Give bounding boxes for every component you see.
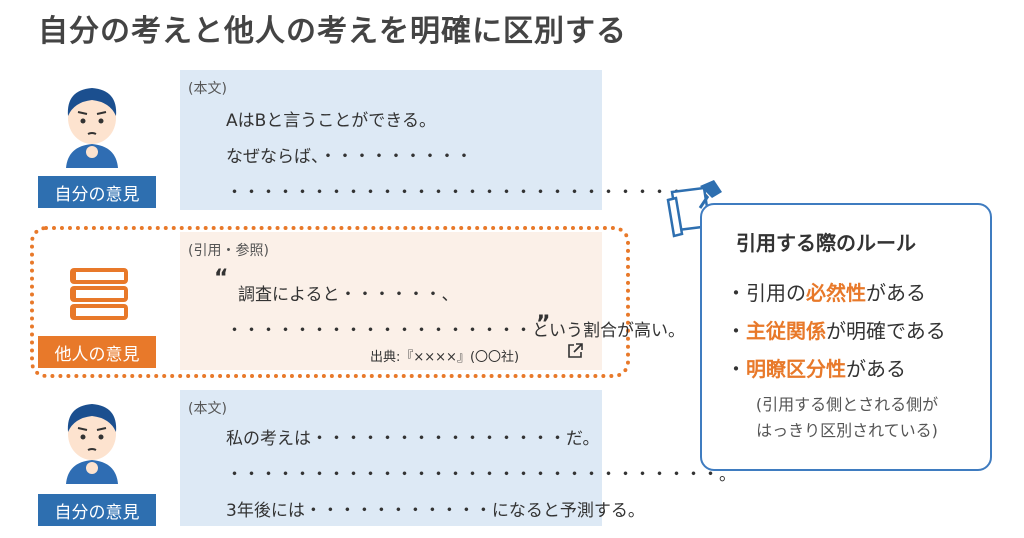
- rule-item: ・引用の必然性がある: [726, 277, 926, 306]
- rules-title: 引用する際のルール: [736, 231, 916, 255]
- body-line: なぜならば、・・・・・・・・・: [226, 147, 473, 167]
- body-line: 私の考えは・・・・・・・・・・・・・・・だ。: [226, 429, 600, 449]
- section-heading-3: (本文): [188, 401, 227, 417]
- body-line: 3年後には・・・・・・・・・・・になると予測する。: [226, 501, 645, 521]
- rule-text: がある: [846, 357, 906, 381]
- rule-accent: 必然性: [806, 281, 866, 305]
- other-opinion-label: 他人の意見: [38, 336, 156, 368]
- open-quote-mark: “: [214, 266, 229, 291]
- source-citation: 出典:『××××』(〇〇社): [370, 350, 520, 365]
- body-panel-2: (本文) 私の考えは・・・・・・・・・・・・・・・だ。 ・・・・・・・・・・・・…: [180, 390, 736, 526]
- section-heading-1: (本文): [188, 81, 227, 97]
- external-link-icon[interactable]: [566, 342, 584, 360]
- body-panel-1: (本文) AはBと言うことができる。 なぜならば、・・・・・・・・・ ・・・・・…: [180, 70, 719, 210]
- rule-note-line: はっきり区別されている): [756, 421, 938, 440]
- rule-item: ・主従関係が明確である: [726, 315, 946, 344]
- own-opinion-label-2: 自分の意見: [38, 494, 156, 526]
- own-opinion-label-1: 自分の意見: [38, 176, 156, 208]
- thinking-person-icon: [52, 76, 132, 168]
- rule-item: ・明瞭区分性がある: [726, 353, 906, 382]
- body-line: AはBと言うことができる。: [226, 111, 436, 131]
- book-stack-icon: [64, 264, 134, 324]
- rule-text: が明確である: [826, 319, 946, 343]
- body-line: ・・・・・・・・・・・・・・・・・・・・・・・・・・・・・。: [226, 465, 736, 485]
- rule-text: がある: [866, 281, 926, 305]
- body-line: ・・・・・・・・・・・・・・・・・・・・・・・・・・・・。: [226, 183, 719, 203]
- rule-text: ・: [726, 357, 746, 381]
- section-heading-2: (引用・参照): [188, 243, 269, 259]
- rule-text: ・引用の: [726, 281, 806, 305]
- quote-frame: [30, 226, 630, 378]
- rule-accent: 明瞭区分性: [746, 357, 846, 381]
- rule-note-line: (引用する側とされる側が: [755, 395, 939, 414]
- rules-box: 引用する際のルール ・引用の必然性がある ・主従関係が明確である ・明瞭区分性が…: [700, 203, 992, 471]
- page-title: 自分の考えと他人の考えを明確に区別する: [38, 14, 627, 49]
- quote-line: 調査によると・・・・・・、: [238, 285, 459, 305]
- thinking-person-icon: [52, 392, 132, 484]
- rule-text: ・: [726, 319, 746, 343]
- rule-accent: 主従関係: [746, 319, 826, 343]
- quote-panel: (引用・参照) “ 調査によると・・・・・・、 ・・・・・・・・・・・・・・・・…: [180, 232, 685, 370]
- close-quote-mark: ”: [536, 312, 551, 337]
- quote-line: ・・・・・・・・・・・・・・・・・・という割合が高い。: [226, 321, 685, 341]
